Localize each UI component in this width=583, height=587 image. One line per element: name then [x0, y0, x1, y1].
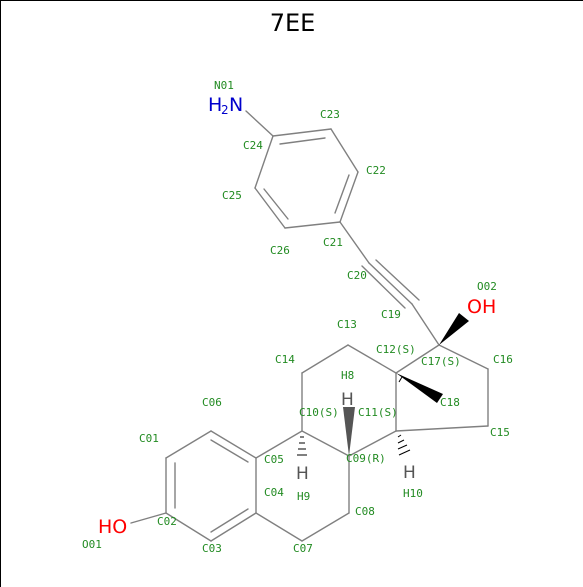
nh2-h-text: H	[208, 94, 222, 116]
bond-c10-c05	[255, 430, 303, 459]
bond-c20-c19-b	[368, 262, 413, 305]
atom-label-c26: C26	[270, 244, 290, 257]
bond-c22-c21-inner	[334, 174, 350, 214]
atom-label-c21: C21	[323, 236, 343, 249]
bond-c03-c04-inner	[210, 508, 249, 533]
atom-label-c18: C18	[440, 396, 460, 409]
bond-c12-c13	[347, 344, 397, 374]
bond-c05-c06	[210, 430, 257, 459]
atom-label-c12: C12(S)	[376, 343, 416, 356]
bond-c17-c16	[438, 344, 489, 370]
hash-bond-c10-h	[297, 436, 307, 456]
atom-label-h10: H10	[403, 487, 423, 500]
bond-c09-c11	[348, 430, 397, 457]
bond-c20-c19-a	[361, 265, 406, 309]
bond-c04-c07	[255, 512, 303, 542]
bond-c07-c08	[301, 512, 350, 542]
bond-c02-c03	[165, 512, 212, 542]
atom-label-c08: C08	[355, 505, 375, 518]
bond-c19-c17	[411, 303, 440, 346]
bond-c02-o01	[130, 512, 167, 524]
atom-label-c17: C17(S)	[421, 355, 461, 368]
bond-c06-c01	[165, 430, 212, 459]
hydrogen-c10-text: H	[296, 464, 309, 484]
hash-bond-c11-h	[397, 434, 411, 456]
atom-label-h8: H8	[341, 369, 354, 382]
bond-c13-c14	[301, 344, 349, 374]
atom-label-c10: C10(S)	[299, 406, 339, 419]
atom-label-c01: C01	[139, 432, 159, 445]
bond-c03-c04	[210, 512, 257, 542]
atom-label-c20: C20	[347, 269, 367, 282]
bond-c20-c19-c	[375, 259, 420, 301]
atom-label-c02: C02	[157, 515, 177, 528]
bond-n01-c24	[245, 110, 274, 137]
atom-label-c16: C16	[493, 353, 513, 366]
molecule-title: 7EE	[269, 9, 316, 37]
bond-c12-c17	[395, 344, 440, 374]
atom-label-c24: C24	[243, 139, 263, 152]
wedge-bond-c09-h	[343, 407, 355, 456]
atom-label-c14: C14	[275, 353, 295, 366]
bond-c24-c23	[272, 128, 332, 137]
bond-c26-c25-inner	[263, 188, 289, 220]
atom-label-o02: O02	[477, 280, 497, 293]
bond-c25-c24	[254, 135, 274, 189]
atom-label-c03: C03	[202, 542, 222, 555]
atom-label-o01: O01	[82, 538, 102, 551]
hash-bond-c13-c18	[398, 376, 403, 383]
hydrogen-c11-text: H	[403, 463, 416, 483]
bond-c21-c20	[339, 221, 370, 264]
atom-label-c04: C04	[264, 486, 284, 499]
bond-c26-c25	[254, 187, 286, 229]
atom-label-c23: C23	[320, 108, 340, 121]
atom-label-c22: C22	[366, 164, 386, 177]
bond-c10-c09	[301, 430, 350, 457]
atom-label-c13: C13	[337, 318, 357, 331]
atom-label-c25: C25	[222, 189, 242, 202]
wedge-bond-c17-o02	[439, 313, 469, 345]
bond-c24-c23-inner	[279, 137, 326, 145]
atom-label-h9: H9	[297, 490, 310, 503]
atom-label-c19: C19	[381, 308, 401, 321]
bond-c05-c06-inner	[210, 439, 249, 463]
hydroxyl-left-text: HO	[98, 516, 127, 538]
nh2-n-text: N	[229, 94, 243, 116]
atom-label-c11: C11(S)	[358, 406, 398, 419]
bond-c15-c11	[395, 425, 489, 432]
atom-label-c09: C09(R)	[346, 452, 386, 465]
wedge-bond-c12-c18	[396, 373, 443, 403]
hydroxyl-top-text: OH	[467, 296, 496, 318]
atom-label-c15: C15	[490, 426, 510, 439]
atom-label-c05: C05	[264, 453, 284, 466]
atom-label-n01: N01	[214, 79, 234, 92]
bond-c22-c21	[339, 171, 359, 223]
atom-label-c06: C06	[202, 396, 222, 409]
atom-label-c07: C07	[293, 542, 313, 555]
nh2-subscript-text: 2	[221, 103, 229, 117]
bond-c21-c26	[284, 221, 341, 229]
hydrogen-c09-text: H	[341, 390, 354, 410]
bond-c23-c22	[330, 128, 359, 173]
